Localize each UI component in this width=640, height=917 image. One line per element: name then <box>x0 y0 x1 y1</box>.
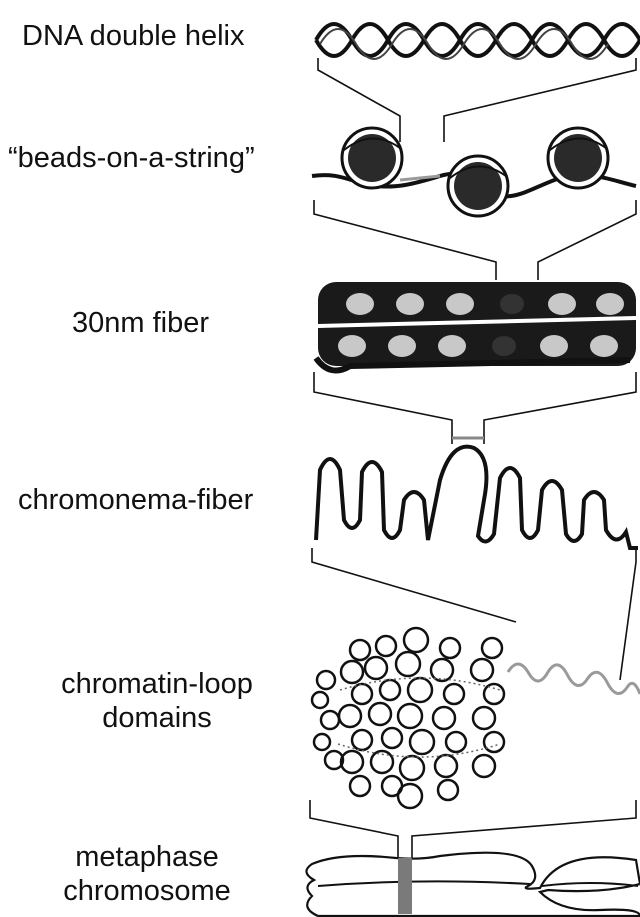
chromonema-fiber-illustration <box>316 447 638 548</box>
30nm-fiber-illustration <box>316 282 636 371</box>
metaphase-chromosome-illustration <box>306 853 640 916</box>
loop-column <box>312 671 343 769</box>
dna-double-helix-illustration <box>316 24 640 59</box>
zoom-bracket-3 <box>314 372 636 444</box>
loop-column <box>471 638 504 777</box>
centromere <box>398 858 412 914</box>
zoom-bracket-5 <box>310 800 636 858</box>
nucleosome-bead <box>342 128 402 188</box>
nucleosome-bead <box>448 156 508 216</box>
beads-on-a-string-illustration <box>312 128 636 216</box>
loop-column <box>431 638 466 800</box>
nucleosome-bead <box>548 128 608 188</box>
chromatin-loop-domains-illustration <box>312 628 640 808</box>
